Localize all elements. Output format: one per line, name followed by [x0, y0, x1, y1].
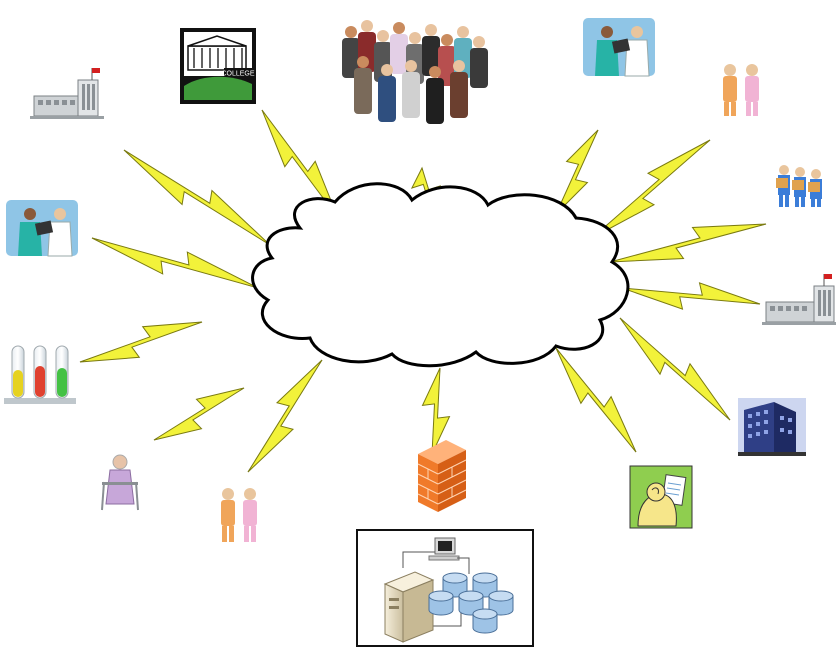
person-head: [457, 26, 469, 38]
lightning-bolt-firewall: [421, 367, 451, 455]
lightning-bolt-doctor-left: [91, 237, 259, 289]
server-database-icon: [356, 529, 534, 647]
person-head: [361, 20, 373, 32]
person-head: [345, 26, 357, 38]
hospital-building-icon: [30, 68, 104, 119]
lightning-bolt-workers: [609, 223, 767, 263]
lightning-bolt-patients-right: [591, 139, 711, 239]
person-head: [473, 36, 485, 48]
database-cylinder-top: [472, 572, 498, 584]
patients-couple-icon: [221, 488, 257, 542]
test-tubes-icon: [4, 345, 76, 404]
person-head: [425, 24, 437, 36]
database-cylinder-top: [472, 608, 498, 620]
patient-records-icon: [629, 465, 693, 529]
lightning-bolt-doctor-right: [555, 129, 599, 215]
lightning-bolt-tubes: [79, 321, 203, 363]
workers-group-icon: [776, 165, 822, 207]
person-head: [405, 60, 417, 72]
database-cylinders-icon: [428, 572, 514, 634]
person-body: [342, 38, 360, 78]
person-body: [426, 78, 444, 124]
firewall-icon: [417, 440, 467, 512]
person-head: [381, 64, 393, 76]
person-body: [450, 72, 468, 118]
database-cylinder-top: [428, 590, 454, 602]
college-sign-label: COLLEGE: [221, 71, 254, 78]
person-body: [470, 48, 488, 88]
database-cylinder-top: [488, 590, 514, 602]
people-group-icon: [342, 20, 488, 124]
person-body: [390, 34, 408, 74]
server-tower-icon: [383, 571, 435, 643]
lightning-bolt-hospital-right: [621, 282, 761, 310]
lightning-bolt-hospital-left: [123, 149, 271, 246]
lightning-bolt-elderly: [153, 387, 245, 441]
database-cylinder-top: [442, 572, 468, 584]
person-head: [377, 30, 389, 42]
person-head: [441, 34, 453, 46]
elderly-walker-icon: [101, 454, 139, 511]
cloud-network: [251, 182, 630, 368]
person-head: [357, 56, 369, 68]
doctor-consultation-icon: [583, 18, 655, 77]
person-body: [402, 72, 420, 118]
person-head: [409, 32, 421, 44]
person-head: [393, 22, 405, 34]
patients-couple-icon: [723, 64, 759, 116]
office-building-icon: [738, 398, 806, 456]
person-body: [354, 68, 372, 114]
lightning-bolt-office: [619, 317, 731, 421]
lightning-bolt-records: [555, 347, 637, 453]
hospital-building-icon: [762, 274, 836, 325]
college-building-icon: COLLEGE: [180, 28, 256, 104]
cloud-shape: [251, 182, 630, 368]
lightning-connections: [79, 109, 767, 473]
doctor-consultation-icon: [6, 200, 78, 257]
person-body: [422, 36, 440, 76]
person-head: [429, 66, 441, 78]
person-head: [453, 60, 465, 72]
person-body: [378, 76, 396, 122]
database-cylinder-top: [458, 590, 484, 602]
lightning-bolt-patients-left: [247, 359, 323, 473]
